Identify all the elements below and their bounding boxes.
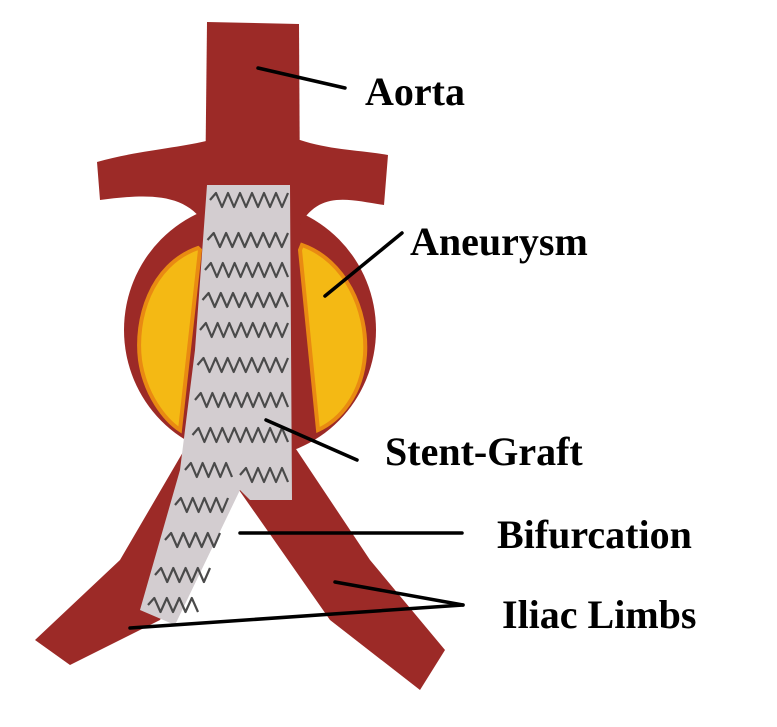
labels: Aorta Aneurysm Stent-Graft Bifurcation I… (365, 69, 696, 637)
label-stent-graft: Stent-Graft (385, 429, 583, 474)
stent-spring-ring (194, 391, 290, 409)
stent-spring-ring (239, 466, 290, 484)
stent-spring-ring (174, 496, 230, 514)
leader-aorta (256, 66, 347, 90)
stent-graft-main-body (140, 185, 292, 625)
stent-spring-ring (201, 291, 290, 309)
stent-spring-ring (147, 596, 200, 614)
stent-spring-ring (204, 261, 290, 279)
stent-spring-ring (196, 356, 290, 374)
stent-spring-ring (199, 321, 290, 339)
label-aneurysm: Aneurysm (410, 219, 588, 264)
right-iliac-limb (225, 440, 445, 690)
leader-stent-graft (264, 418, 359, 462)
stent-spring-ring (184, 461, 234, 479)
leader-lines (128, 66, 465, 630)
stent-spring-ring (206, 231, 290, 249)
stent-spring-ring (191, 426, 290, 444)
stent-spring-ring (164, 531, 222, 549)
aneurysm-thrombus-left (137, 245, 203, 434)
label-bifurcation: Bifurcation (497, 512, 692, 557)
stent-spring-ring (154, 566, 212, 584)
stent-springs (147, 191, 290, 614)
leader-iliac-left (128, 603, 465, 630)
label-iliac-limbs: Iliac Limbs (502, 592, 696, 637)
label-aorta: Aorta (365, 69, 465, 114)
renal-branches (97, 140, 388, 225)
stent-graft (140, 185, 292, 625)
stent-spring-ring (209, 191, 290, 209)
aneurysm-thrombus-right (297, 242, 368, 433)
leader-aneurysm (323, 231, 404, 298)
leader-iliac-right (333, 580, 465, 607)
